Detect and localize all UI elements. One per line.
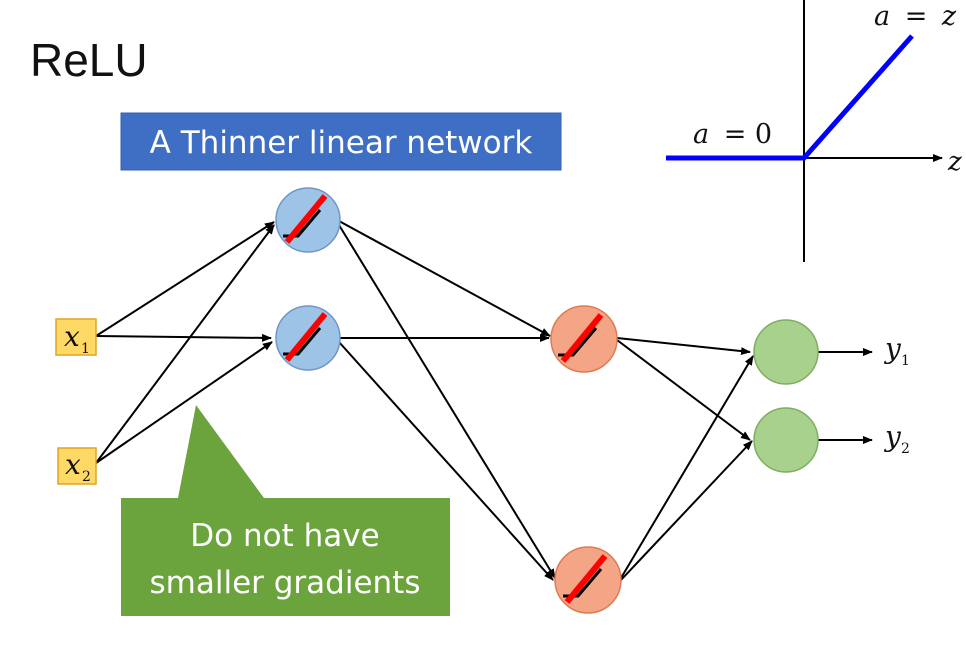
connections [95,220,873,581]
svg-text:y: y [883,332,902,365]
output-y1: y 1 [883,332,910,369]
red-slash [564,554,608,604]
callout-line-2: smaller gradients [150,565,421,601]
input-x1: x 1 [55,318,97,357]
relu-left-label: a = 0 [693,119,772,150]
svg-text:y: y [883,420,902,453]
svg-text:2: 2 [901,441,910,457]
red-slash [284,312,328,362]
hidden1-node-bottom [275,305,341,371]
relu-curve [666,34,914,161]
hidden1-node-top [275,187,341,253]
slide-title: ReLU [30,34,148,86]
banner-text: A Thinner linear network [150,125,533,161]
relu-graph: a = 0 a = z z [666,0,962,262]
output-y2: y 2 [883,420,910,457]
hidden2-node-top [550,305,618,373]
hidden2-node-bottom [554,546,622,614]
svg-text:1: 1 [81,341,90,357]
z-axis-label: z [947,147,962,177]
output-node-top [753,319,819,385]
output-node-bottom [753,407,819,473]
svg-text:x: x [65,448,81,481]
banner: A Thinner linear network [120,112,562,171]
callout-line-1: Do not have [190,518,379,554]
red-slash [284,194,328,244]
svg-text:2: 2 [82,469,91,485]
svg-text:x: x [64,320,80,353]
callout: Do not have smaller gradients [121,405,450,616]
red-slash [560,313,604,363]
input-x2: x 2 [57,447,97,485]
relu-right-label: a = z [874,1,957,32]
svg-text:1: 1 [901,353,910,369]
